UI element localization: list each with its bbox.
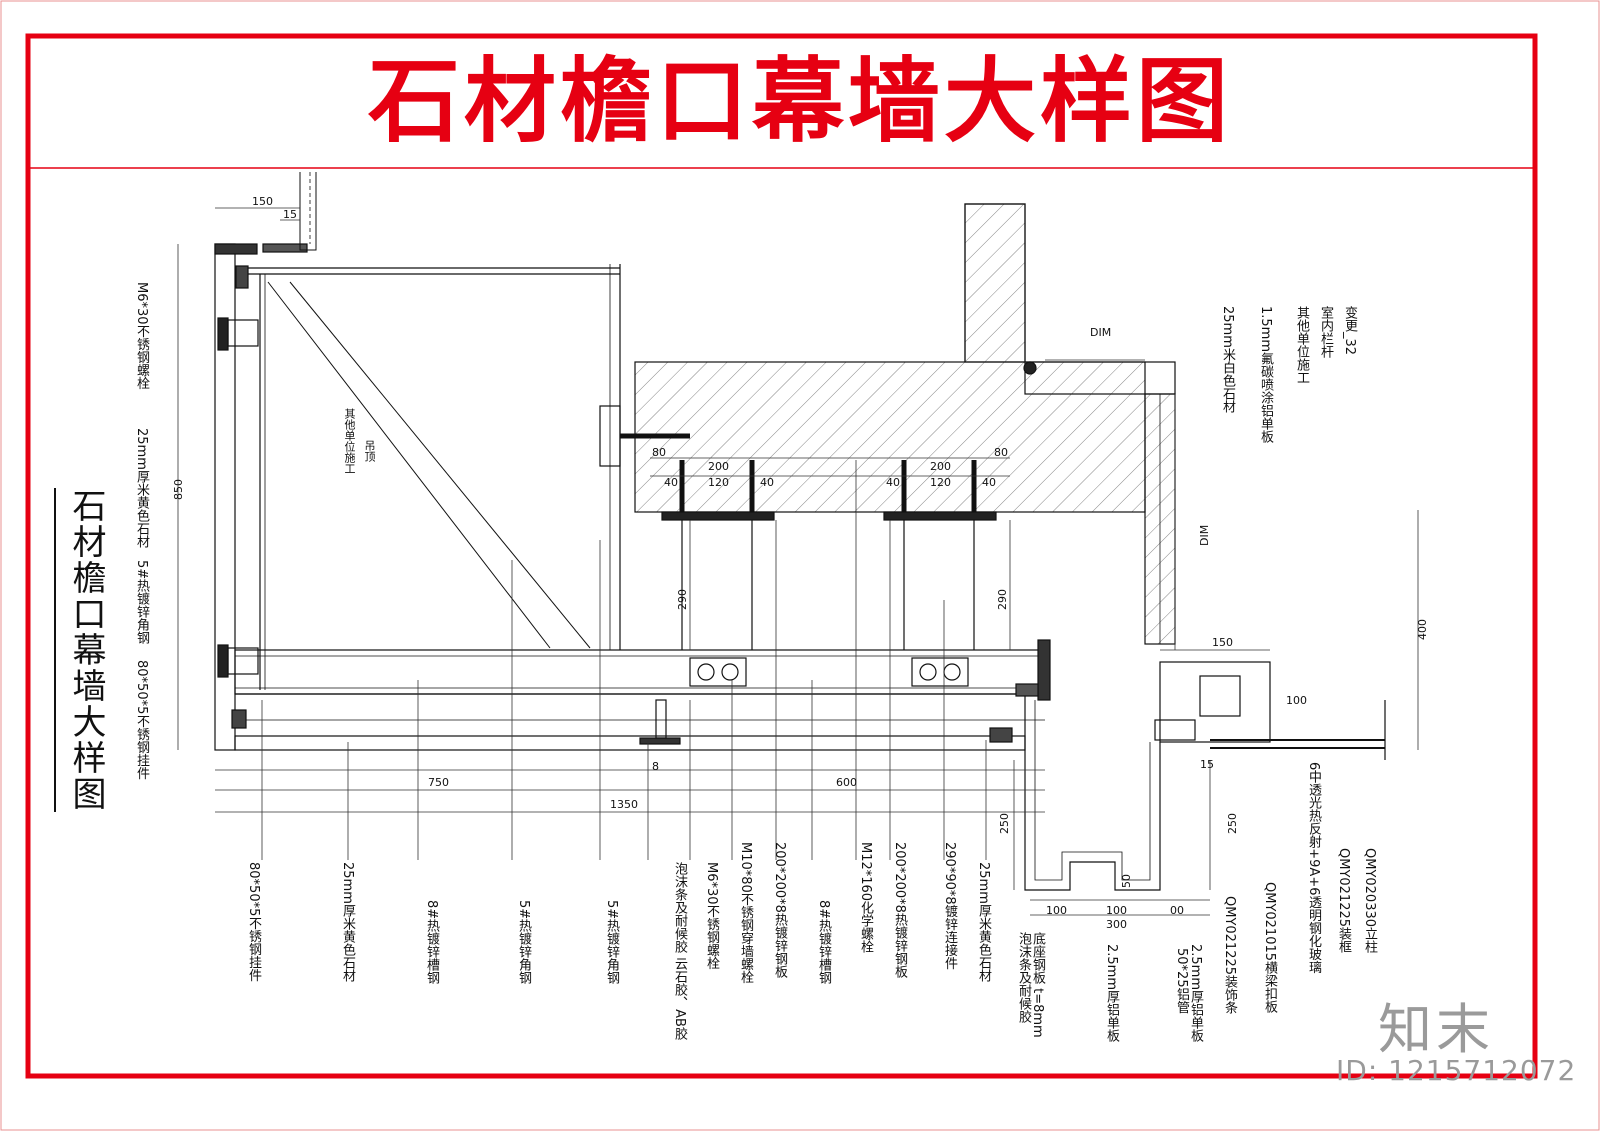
dim-50: 50	[1120, 874, 1133, 888]
dim-200-b: 200	[930, 460, 951, 473]
label-other-unit: 其他单位施工	[343, 408, 356, 474]
watermark-id: ID: 1215712072	[1336, 1054, 1577, 1087]
label-b-17: 2.5mm厚铝单板	[1104, 944, 1119, 1043]
label-b-6: 泡沫条及耐候胶 云石胶、AB胶	[672, 862, 687, 1040]
label-tr-2: 室内栏杆	[1318, 306, 1333, 358]
dim-80-b: 80	[994, 446, 1008, 459]
label-tr-4: 1.5mm氟碳喷涂铝单板	[1258, 306, 1273, 444]
label-b-16: 泡沫条及耐候胶	[1016, 932, 1031, 1023]
dim-80-a: 80	[652, 446, 666, 459]
leader-lines	[261, 460, 987, 860]
label-b-9: 200*200*8热镀锌钢板	[772, 842, 787, 978]
dim-40-b1: 40	[886, 476, 900, 489]
dim-750: 750	[428, 776, 449, 789]
label-b-12: 200*200*8热镀锌钢板	[892, 842, 907, 978]
dim-100-r: 100	[1286, 694, 1307, 707]
label-tr-5: 25mm米白色石材	[1220, 306, 1235, 413]
label-b-11: M12*160化学螺栓	[858, 842, 873, 954]
dim-40-b2: 40	[982, 476, 996, 489]
dim-250-b: 250	[1226, 813, 1239, 834]
dim-15-top: 15	[283, 208, 297, 221]
label-b-23: QMY021225装框	[1336, 848, 1351, 954]
cornice-section	[214, 172, 1386, 891]
label-left-2: 25mm厚米黄色石材	[134, 428, 149, 548]
dimension-lines	[177, 207, 1419, 916]
label-b-14: 25mm厚米黄色石材	[976, 862, 991, 982]
watermark-logo: 知末	[1378, 998, 1494, 1061]
label-tr-1: 变更_32	[1342, 306, 1357, 356]
label-b-20: QMY021225装饰条	[1222, 896, 1237, 1015]
dim-150-r: 150	[1212, 636, 1233, 649]
dim-1350: 1350	[610, 798, 638, 811]
label-b-13: 290*90*8镀锌连接件	[942, 842, 957, 970]
label-left-3: 5#热镀锌角钢	[134, 560, 149, 645]
dim-15-r: 15	[1200, 758, 1214, 771]
dim-label-a: DIM	[1090, 326, 1111, 339]
label-b-18: 50*25铝管	[1174, 948, 1189, 1014]
dim-120-b: 120	[930, 476, 951, 489]
red-border	[25, 33, 1538, 1079]
dim-label-b: DIM	[1198, 525, 1211, 546]
label-b-15: 底座钢板 t=8mm	[1030, 932, 1045, 1038]
dim-200-a: 200	[708, 460, 729, 473]
dim-150-top: 150	[252, 195, 273, 208]
dim-300: 300	[1106, 918, 1127, 931]
label-ceiling: 吊顶	[363, 440, 376, 462]
dim-100-b1: 100	[1046, 904, 1067, 917]
label-b-10: 8#热镀锌槽钢	[816, 900, 831, 985]
dim-250-a: 250	[998, 813, 1011, 834]
dim-290-b: 290	[996, 589, 1009, 610]
page-title: 石材檐口幕墙大样图	[367, 48, 1232, 155]
dim-290-a: 290	[676, 589, 689, 610]
label-b-5: 5#热镀锌角钢	[604, 900, 619, 985]
label-b-19: 2.5mm厚铝单板	[1188, 944, 1203, 1043]
dim-8: 8	[652, 760, 659, 773]
label-b-4: 5#热镀锌角钢	[516, 900, 531, 985]
dim-400: 400	[1416, 619, 1429, 640]
label-b-1: 80*50*5不锈钢挂件	[246, 862, 261, 982]
label-b-2: 25mm厚米黄色石材	[340, 862, 355, 982]
dim-600: 600	[836, 776, 857, 789]
label-b-21: QMY021015横梁扣板	[1262, 882, 1277, 1014]
dim-00: 00	[1170, 904, 1184, 917]
label-b-8: M10*80不锈钢穿墙螺栓	[738, 842, 753, 984]
dimension-texts: 150 15 850 80 200 80 200 40 120 40 40 12…	[172, 195, 1429, 931]
label-left-1: M6*30不锈钢螺栓	[134, 282, 149, 390]
dim-40-a1: 40	[664, 476, 678, 489]
label-left-4: 80*50*5不锈钢挂件	[134, 660, 149, 780]
side-title: 石材檐口幕墙大样图	[54, 488, 111, 812]
label-b-22: 6中透光热反射+9A+6透明钢化玻璃	[1306, 762, 1321, 974]
label-b-3: 8#热镀锌槽钢	[424, 900, 439, 985]
dim-850: 850	[172, 479, 185, 500]
label-b-24: QMY020330立柱	[1362, 848, 1377, 954]
dim-40-a2: 40	[760, 476, 774, 489]
dim-100-b2: 100	[1106, 904, 1127, 917]
dim-120-a: 120	[708, 476, 729, 489]
label-tr-3: 其他单位施工	[1294, 306, 1309, 384]
label-b-7: M6*30不锈钢螺栓	[704, 862, 719, 970]
